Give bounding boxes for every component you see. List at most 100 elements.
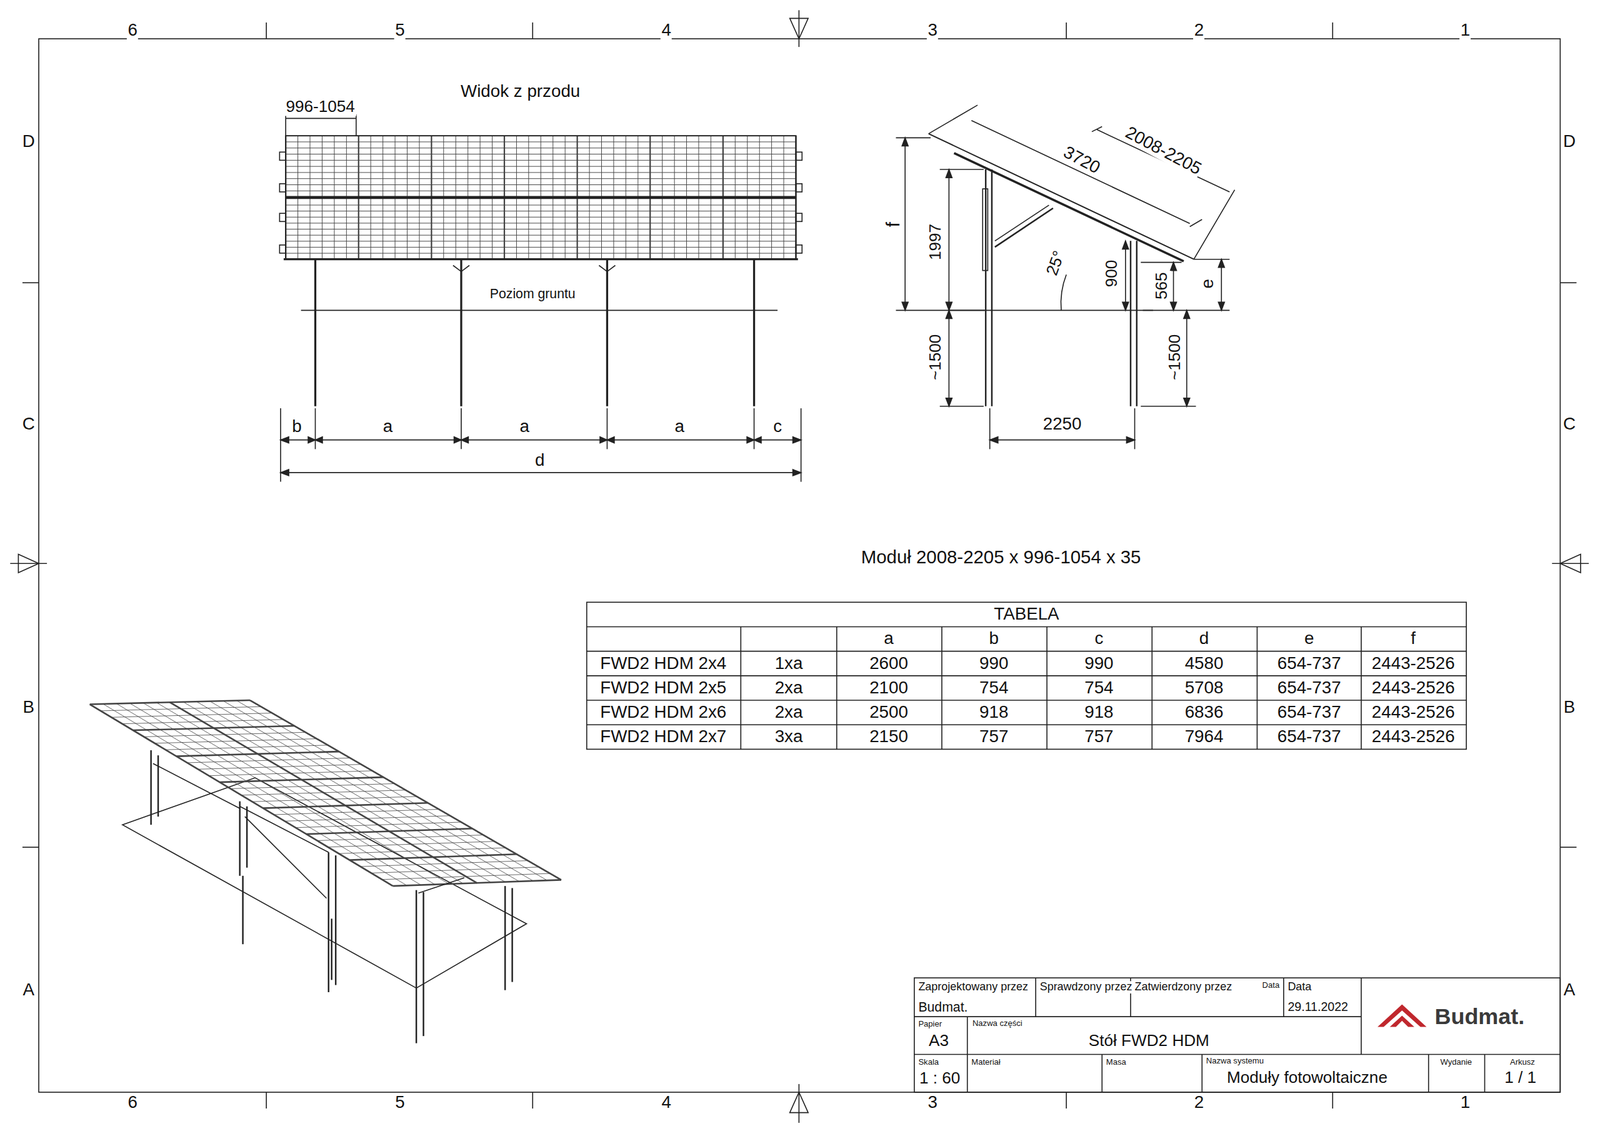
grid-ref: C [1561,415,1577,434]
table-cell: FWD2 HDM 2x4 [599,654,728,673]
drawing-line [285,235,796,236]
title-block-text: Data [1261,981,1281,990]
grid-ref: 1 [1459,1093,1472,1112]
dimension: a [381,417,394,436]
grid-ref: A [21,980,36,999]
table-cell: 2443-2526 [1370,727,1456,746]
table-cell: 654-737 [1276,727,1342,746]
dimension: b [291,417,304,436]
grid-ref: 6 [126,1093,139,1112]
dimension: a [673,417,686,436]
drawing-line [285,184,796,185]
table-cell: 2100 [868,678,910,697]
table-cell: 754 [978,678,1010,697]
angle: 25° [1043,247,1069,279]
logo-text: Budmat. [1433,1004,1526,1029]
table-title: TABELA [993,605,1061,624]
dimension: c [772,417,784,436]
grid-ref: B [21,698,36,717]
grid-ref: 6 [126,21,139,40]
drawing-line [285,160,796,161]
table-cell: 2443-2526 [1370,654,1456,673]
drawing-line [511,887,513,982]
drawing-line [183,701,492,883]
drawing-line [150,750,152,825]
drawing-line [285,240,796,242]
drawing-line [285,147,796,149]
drawing-line [285,153,796,155]
view-title: Widok z przodu [459,82,582,101]
title-block-text: Stół FWD2 HDM [1087,1032,1210,1050]
drawing-line [335,855,337,985]
drawing-line [157,755,159,817]
grid-ref: 5 [394,1093,407,1112]
dimension: ~1500 [1166,333,1184,382]
table-cell: 2xa [773,703,804,722]
title-block-text: Arkusz [1508,1058,1536,1067]
table-cell: 757 [1083,727,1115,746]
dimension: 900 [1103,258,1121,289]
dimension: a [518,417,531,436]
drawing-line [285,246,796,248]
dimension: 996-1054 [285,98,357,116]
grid-ref: 3 [926,1093,939,1112]
drawing-line [285,166,796,167]
table-cell: 3xa [773,727,804,746]
drawing-line [285,205,796,206]
dimension: e [1198,278,1217,290]
grid-ref: 5 [394,21,407,40]
title-block-text: Materiał [970,1058,1002,1067]
table-cell: 654-737 [1276,678,1342,697]
dimension: 2008-2205 [1121,123,1205,180]
dimension: 565 [1153,271,1171,301]
grid-ref: 4 [660,1093,673,1112]
drawing-line [250,700,562,880]
table-cell: FWD2 HDM 2x7 [599,727,728,746]
drawing-line [285,210,796,212]
dimension: d [533,451,546,470]
drawing-line [236,700,548,881]
grid-ref: C [21,415,36,434]
drawing-line [143,702,449,884]
table-cell: FWD2 HDM 2x6 [599,703,728,722]
grid-ref: A [1562,980,1577,999]
table-header: c [1093,629,1105,648]
table-header: a [883,629,895,648]
drawing-line [285,216,796,218]
grid-ref: 4 [660,21,673,40]
grid-ref: B [1562,698,1577,717]
drawing-line [246,806,248,868]
table-cell: 757 [978,727,1010,746]
title-block-text: Skala [917,1058,940,1067]
title-block-text: Zaprojektowany przez [917,980,1030,993]
table-cell: 2443-2526 [1370,703,1456,722]
table-cell: 2443-2526 [1370,678,1456,697]
drawing-line [285,222,796,224]
drawing-line [238,801,240,876]
drawing-line [504,885,506,990]
table-cell: 754 [1083,678,1115,697]
drawing-line [130,703,435,885]
drawing-line [103,703,407,885]
table-cell: FWD2 HDM 2x5 [599,678,728,697]
table-cell: 2500 [868,703,910,722]
drawing-line [285,178,796,179]
drawing-line [223,700,534,881]
table-cell: 2600 [868,654,910,673]
drawing-line [285,141,796,142]
title-block-text: 1 : 60 [918,1070,962,1087]
drawing-line [170,701,477,883]
table-header: b [988,629,1000,648]
title-block-text: Budmat. [917,1000,969,1014]
drawing-line [116,703,421,885]
grid-ref: 2 [1193,21,1205,40]
grid-ref: D [21,132,36,151]
table-cell: 918 [1083,703,1115,722]
dimension: f [884,220,904,228]
grid-ref: 1 [1459,21,1472,40]
table-cell: 2xa [773,678,804,697]
title-block-text: 29.11.2022 [1286,1000,1350,1014]
title-block-text: A3 [927,1032,950,1050]
title-block-text: Nazwa części [971,1019,1024,1029]
